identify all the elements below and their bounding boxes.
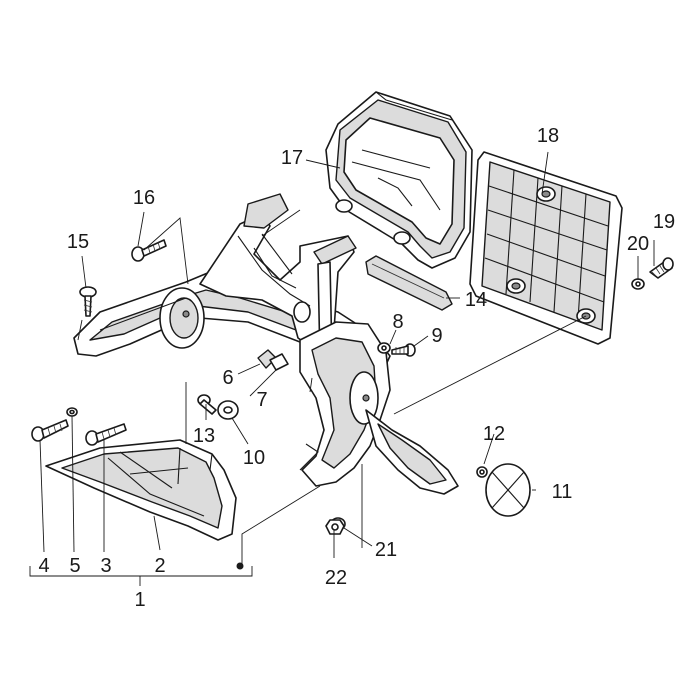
washer-20 (631, 278, 645, 290)
screw-19 (649, 257, 674, 279)
callout-6: 6 (222, 367, 233, 389)
screw-16 (131, 239, 167, 262)
bracket-dot (236, 562, 244, 570)
callout-9: 9 (431, 325, 442, 347)
callout-5: 5 (69, 555, 80, 577)
callout-18: 18 (537, 125, 559, 147)
screw-9 (391, 343, 416, 357)
callout-7: 7 (256, 389, 267, 411)
washer-12 (476, 466, 488, 478)
lens-strip (365, 255, 453, 311)
callout-22: 22 (325, 567, 347, 589)
washer-10 (217, 400, 239, 420)
callout-labels: 1 2 3 4 5 6 7 8 9 10 11 12 13 14 15 16 1… (38, 125, 675, 611)
callout-17: 17 (281, 147, 303, 169)
spacer-7 (269, 353, 289, 371)
tail-light-housing (325, 91, 473, 269)
callout-12: 12 (483, 423, 505, 445)
callout-1: 1 (134, 589, 145, 611)
callout-16: 16 (133, 187, 155, 209)
rear-mudguard-bracket (73, 193, 459, 495)
callout-19: 19 (653, 211, 675, 233)
callout-21: 21 (375, 539, 397, 561)
callout-11: 11 (552, 481, 573, 503)
callout-8: 8 (392, 311, 403, 333)
license-plate-holder (469, 151, 623, 345)
callout-4: 4 (38, 555, 49, 577)
washer-8 (377, 342, 391, 354)
callout-3: 3 (100, 555, 111, 577)
screw-3 (85, 423, 127, 446)
nut-21-22 (325, 517, 346, 535)
screw-13 (197, 394, 217, 415)
callout-13: 13 (193, 425, 215, 447)
screw-4 (31, 419, 69, 442)
washer-5 (66, 407, 78, 417)
reflector-11 (485, 463, 531, 517)
callout-15: 15 (67, 231, 89, 253)
lower-splash-panel (45, 439, 237, 541)
screw-15 (79, 286, 97, 317)
leader-lines (39, 151, 655, 566)
callout-2: 2 (154, 555, 165, 577)
callout-20: 20 (627, 233, 649, 255)
group-bracket-1 (29, 562, 253, 586)
callout-14: 14 (465, 289, 487, 311)
callout-10: 10 (243, 447, 265, 469)
